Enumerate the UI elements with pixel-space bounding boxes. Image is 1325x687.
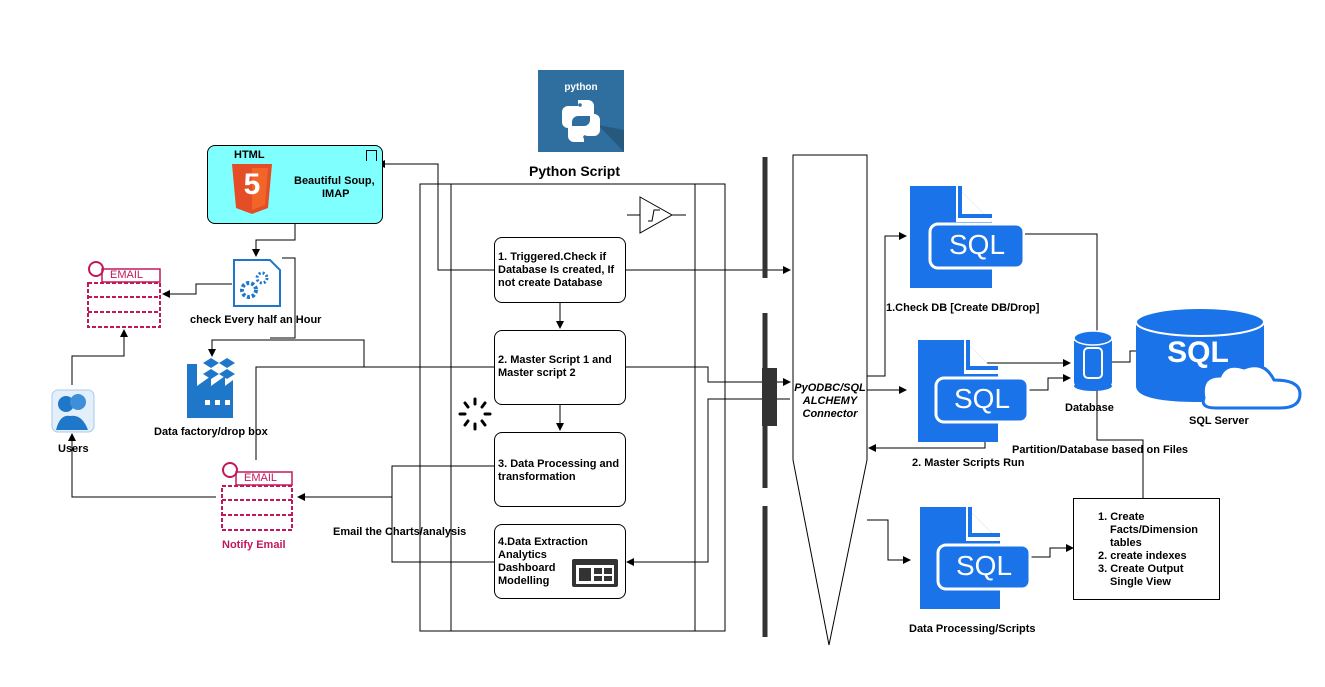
- step-4-line-3: Dashboard: [498, 562, 556, 574]
- database-label: Database: [1065, 402, 1114, 414]
- sql-file-icon-2: SQL: [918, 340, 1030, 442]
- master-run-label: 2. Master Scripts Run: [912, 457, 1025, 469]
- html5-icon: [232, 164, 272, 214]
- sql-server-label: SQL Server: [1189, 415, 1249, 427]
- notify-email-label: Notify Email: [222, 539, 286, 551]
- sql-server-text: SQL: [1167, 336, 1229, 369]
- step-1-box: 1. Triggered.Check if Database Is create…: [494, 237, 626, 303]
- connector-label: PyODBC/SQL ALCHEMY Connector: [793, 382, 867, 421]
- task-line-4: 2. create indexes: [1098, 550, 1187, 562]
- processing-label: Data Processing/Scripts: [909, 623, 1036, 635]
- data-factory-label: Data factory/drop box: [154, 426, 268, 438]
- step-4-line-4: Modelling: [498, 575, 550, 587]
- email-icon-bottom: EMAIL: [220, 462, 300, 534]
- python-snake-icon: [562, 100, 624, 152]
- email-badge-bottom: EMAIL: [244, 472, 278, 484]
- task-line-6: Single View: [1110, 576, 1171, 588]
- data-factory-icon: [187, 358, 235, 418]
- check-db-label: 1.Check DB [Create DB/Drop]: [886, 302, 1040, 314]
- step-4-line-1: 4.Data Extraction: [498, 536, 588, 548]
- step-3-line-1: 3. Data Processing and: [498, 458, 620, 470]
- step-1-line-3: not create Database: [498, 277, 603, 289]
- connector-line-1: PyODBC/SQL: [794, 382, 866, 394]
- python-logo-text: python: [564, 82, 598, 93]
- sql-text-3: SQL: [955, 550, 1013, 581]
- html-card-text-2: IMAP: [322, 188, 350, 200]
- connector-line-3: Connector: [802, 408, 858, 420]
- step-1-line-2: Database Is created, If: [498, 264, 615, 276]
- task-line-1: 1. Create: [1098, 511, 1145, 523]
- html5-number: 5: [243, 168, 261, 201]
- step-4-box: 4.Data Extraction Analytics Dashboard Mo…: [494, 524, 626, 599]
- email-icon-top: EMAIL: [86, 261, 166, 331]
- task-line-2: Facts/Dimension: [1110, 524, 1199, 536]
- check-label: check Every half an Hour: [190, 314, 322, 326]
- buffer-symbol: [627, 196, 686, 234]
- step-2-line-1: 2. Master Script 1 and: [498, 354, 612, 366]
- sql-text-1: SQL: [948, 229, 1006, 260]
- users-icon: [51, 389, 95, 433]
- dashboard-icon: [572, 559, 618, 587]
- html-badge: HTML: [234, 149, 265, 161]
- bookmark-icon: [366, 150, 377, 161]
- connector-shape: [792, 154, 868, 646]
- task-line-5: 3. Create Output: [1098, 563, 1184, 575]
- step-4-line-2: Analytics: [498, 549, 547, 561]
- sql-server-icon: SQL: [1134, 306, 1304, 416]
- python-script-container: [419, 183, 726, 632]
- html-scraper-card: HTML 5 Beautiful Soup, IMAP: [207, 145, 383, 224]
- html-card-text-1: Beautiful Soup,: [294, 175, 375, 187]
- step-2-box: 2. Master Script 1 and Master script 2: [494, 330, 626, 405]
- email-badge-top: EMAIL: [110, 269, 144, 281]
- step-3-line-2: transformation: [498, 471, 576, 483]
- python-script-title: Python Script: [529, 163, 621, 179]
- step-2-line-2: Master script 2: [498, 367, 576, 379]
- spinner-icon: [458, 397, 492, 431]
- gear-document-icon: [233, 259, 281, 307]
- connector-line-2: ALCHEMY: [802, 395, 858, 407]
- python-logo: python: [538, 70, 624, 152]
- sql-file-icon-1: SQL: [910, 186, 1025, 288]
- email-charts-label: Email the Charts/analysis: [333, 526, 467, 538]
- step-1-line-1: 1. Triggered.Check if: [498, 251, 607, 263]
- tasks-box: 1. Create Facts/Dimension tables 2. crea…: [1073, 498, 1220, 600]
- partition-label: Partition/Database based on Files: [1012, 444, 1189, 456]
- task-line-3: tables: [1110, 537, 1142, 549]
- users-label: Users: [58, 443, 89, 455]
- sql-text-2: SQL: [953, 383, 1011, 414]
- step-3-box: 3. Data Processing and transformation: [494, 432, 626, 507]
- sql-file-icon-3: SQL: [920, 507, 1032, 609]
- database-icon: [1073, 330, 1113, 391]
